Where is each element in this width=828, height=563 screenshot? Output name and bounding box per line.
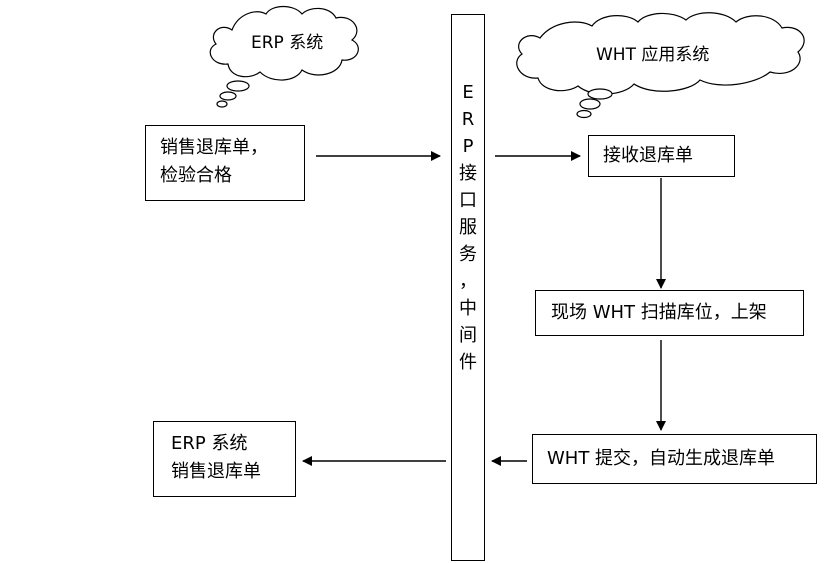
receive-box: 接收退库单 — [588, 135, 735, 177]
scan-line: 现场 WHT 扫描库位，上架 — [551, 302, 767, 323]
middleware-char: ， — [459, 271, 477, 292]
erp-cloud-label: ERP 系统 — [251, 33, 324, 53]
middleware-char: P — [462, 136, 474, 157]
wht-cloud-label: WHT 应用系统 — [596, 45, 710, 65]
middleware-char: 服 — [459, 217, 477, 238]
erp-result-line-2: 销售退库单 — [171, 461, 261, 482]
erp-result-box: ERP 系统 销售退库单 — [153, 421, 296, 497]
middleware-char: E — [462, 82, 474, 103]
middleware-char: 件 — [459, 352, 477, 373]
middleware-char: 中 — [459, 298, 477, 319]
submit-box: WHT 提交，自动生成退库单 — [532, 434, 817, 484]
submit-line: WHT 提交，自动生成退库单 — [547, 448, 776, 469]
scan-box: 现场 WHT 扫描库位，上架 — [535, 290, 804, 336]
receive-line: 接收退库单 — [603, 145, 693, 166]
middleware-char: 务 — [459, 244, 477, 265]
erp-cloud-shape — [209, 5, 359, 108]
middleware-char: 间 — [459, 325, 477, 346]
middleware-char: 接 — [459, 163, 477, 184]
wht-cloud-shape — [516, 12, 805, 119]
sales-return-box: 销售退库单， 检验合格 — [145, 125, 305, 201]
sales-return-line-1: 销售退库单， — [160, 137, 268, 158]
erp-result-line-1: ERP 系统 — [171, 433, 248, 454]
sales-return-line-2: 检验合格 — [160, 165, 232, 186]
middleware-char: 口 — [459, 190, 477, 211]
middleware-char: R — [461, 109, 475, 130]
